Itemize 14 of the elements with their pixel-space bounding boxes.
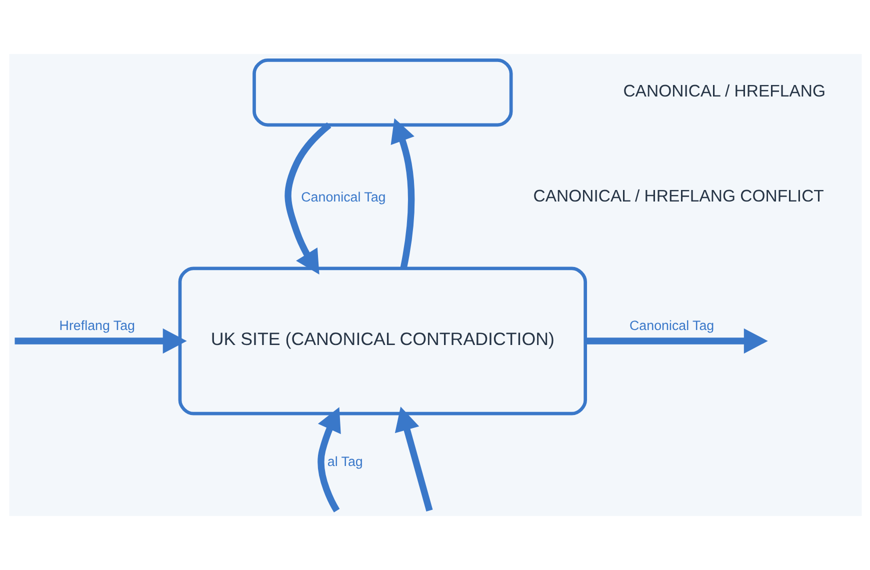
arrow	[284, 122, 331, 275]
arrow	[390, 118, 414, 269]
edge-label: Canonical Tag	[300, 190, 386, 205]
arrow	[394, 406, 432, 512]
arrow	[317, 407, 340, 512]
edge-label: Canonical Tag	[629, 318, 714, 333]
edge-label: al Tag	[326, 454, 362, 470]
arrow	[14, 328, 186, 354]
node-box	[252, 58, 512, 127]
label: CANONICAL / HREFLANG	[622, 81, 826, 100]
node-box: UK SITE (CANONICAL CONTRADICTION)	[178, 266, 587, 416]
arrow	[585, 328, 768, 354]
edge-label: Hreflang Tag	[58, 318, 134, 333]
label: CANONICAL / HREFLANG CONFLICT	[532, 186, 824, 206]
